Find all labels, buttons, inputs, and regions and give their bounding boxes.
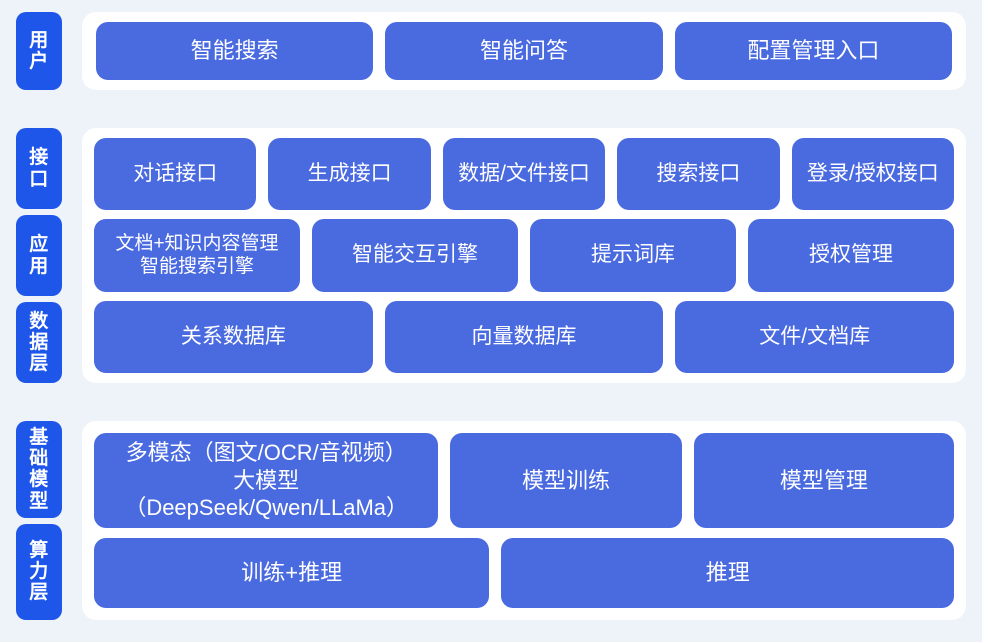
card-interaction-engine[interactable]: 智能交互引擎	[312, 219, 518, 292]
row-user-entries: 智能搜索 智能问答 配置管理入口	[96, 22, 952, 80]
rail-tab-user[interactable]: 用户	[16, 12, 62, 90]
rail-users: 用户	[0, 0, 72, 102]
rail-middle: 接口 应用 数据层	[0, 116, 72, 395]
card-authorization-management[interactable]: 授权管理	[748, 219, 954, 292]
card-training-inference[interactable]: 训练+推理	[94, 537, 490, 608]
band-divider-2	[0, 395, 982, 409]
row-models: 多模态（图文/OCR/音视频） 大模型（DeepSeek/Qwen/LLaMa）…	[94, 433, 954, 528]
card-config-entry[interactable]: 配置管理入口	[674, 22, 952, 80]
card-doc-knowledge-management[interactable]: 文档+知识内容管理 智能搜索引擎	[94, 219, 300, 292]
rail-tab-compute-layer[interactable]: 算力层	[16, 523, 62, 620]
rail-base: 基础模型 算力层	[0, 409, 72, 632]
panel-middle: 对话接口 生成接口 数据/文件接口 搜索接口 登录/授权接口 文档+知识内容管理…	[82, 128, 966, 383]
card-data-file-api[interactable]: 数据/文件接口	[442, 138, 606, 211]
band-divider-1	[0, 102, 982, 116]
rail-tab-label: 用户	[29, 29, 49, 72]
card-vector-database[interactable]: 向量数据库	[384, 300, 664, 373]
card-model-management[interactable]: 模型管理	[693, 433, 954, 528]
rail-tab-foundation-model[interactable]: 基础模型	[16, 421, 62, 518]
card-relational-database[interactable]: 关系数据库	[94, 300, 373, 373]
panel-base: 多模态（图文/OCR/音视频） 大模型（DeepSeek/Qwen/LLaMa）…	[82, 421, 966, 620]
band-middle: 接口 应用 数据层 对话接口 生成接口 数据/文件接口 搜索接口 登录/授权接口…	[0, 116, 982, 395]
rail-tab-data-layer[interactable]: 数据层	[16, 302, 62, 383]
row-applications: 文档+知识内容管理 智能搜索引擎 智能交互引擎 提示词库 授权管理	[94, 219, 954, 292]
rail-tab-label: 数据层	[29, 310, 49, 375]
rail-tab-application[interactable]: 应用	[16, 215, 62, 296]
row-interfaces: 对话接口 生成接口 数据/文件接口 搜索接口 登录/授权接口	[94, 138, 955, 211]
panel-users: 智能搜索 智能问答 配置管理入口	[82, 12, 966, 90]
card-model-training[interactable]: 模型训练	[450, 433, 682, 528]
band-base: 基础模型 算力层 多模态（图文/OCR/音视频） 大模型（DeepSeek/Qw…	[0, 409, 982, 632]
rail-tab-interface[interactable]: 接口	[16, 128, 62, 209]
card-login-auth-api[interactable]: 登录/授权接口	[791, 138, 955, 211]
rail-tab-label: 算力层	[29, 539, 49, 604]
band-users: 用户 智能搜索 智能问答 配置管理入口	[0, 0, 982, 102]
card-search-api[interactable]: 搜索接口	[617, 138, 780, 211]
card-generation-api[interactable]: 生成接口	[268, 138, 431, 211]
card-dialog-api[interactable]: 对话接口	[94, 138, 257, 211]
rail-tab-label: 应用	[29, 234, 49, 277]
rail-tab-label: 基础模型	[29, 426, 49, 512]
card-inference[interactable]: 推理	[501, 537, 954, 608]
card-file-document-store[interactable]: 文件/文档库	[675, 300, 955, 373]
row-compute: 训练+推理 推理	[94, 537, 954, 608]
row-data-stores: 关系数据库 向量数据库 文件/文档库	[94, 300, 955, 373]
card-prompt-library[interactable]: 提示词库	[530, 219, 736, 292]
card-smart-qa[interactable]: 智能问答	[385, 22, 663, 80]
card-multimodal-large-model[interactable]: 多模态（图文/OCR/音视频） 大模型（DeepSeek/Qwen/LLaMa）	[94, 433, 439, 528]
card-smart-search[interactable]: 智能搜索	[96, 22, 374, 80]
rail-tab-label: 接口	[29, 147, 49, 190]
